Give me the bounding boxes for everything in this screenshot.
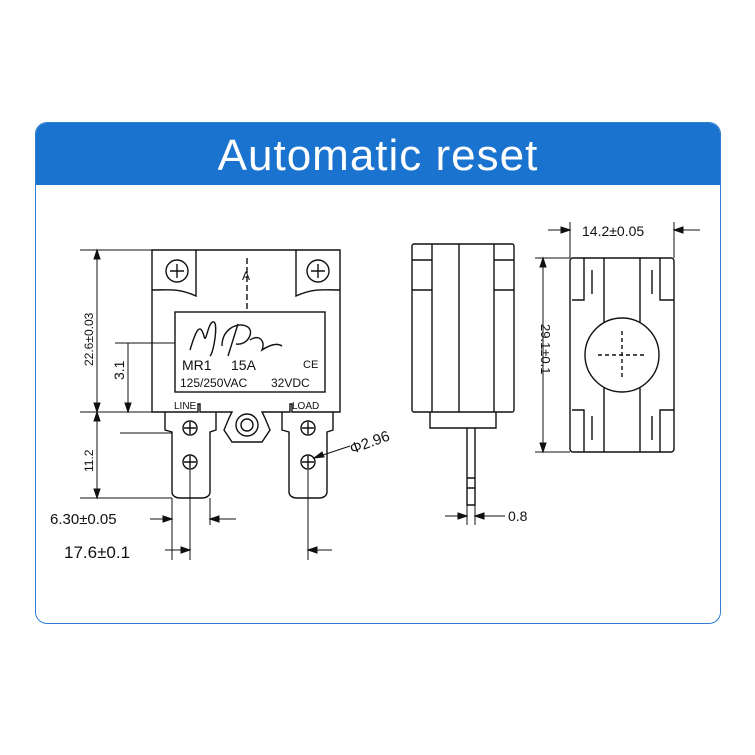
terminal-load-label: LOAD	[292, 401, 319, 412]
back-dimensions	[535, 222, 700, 454]
front-left-ear	[151, 250, 197, 298]
back-outer-frame	[572, 258, 674, 452]
arrow-mark: A	[242, 269, 250, 283]
dim-extension-lines	[80, 249, 175, 499]
dim-line-small-arrows	[124, 402, 132, 414]
dim-offset-small: 3.1	[111, 360, 127, 380]
ce-mark: CE	[303, 359, 318, 371]
dc-rating: 32VDC	[271, 376, 310, 390]
dim-terminal-length: 11.2	[82, 449, 96, 472]
side-inner-lines	[412, 244, 514, 412]
load-hole-top-cross	[302, 422, 314, 434]
dim-hole-arrow	[312, 451, 325, 459]
reset-button-inner	[240, 418, 254, 432]
side-dim-arrows	[457, 512, 485, 520]
diagram-card: Automatic reset	[35, 122, 721, 624]
current-label: 15A	[231, 357, 257, 373]
dim-terminal-thickness: 0.8	[508, 508, 528, 524]
line-hole-bottom-cross	[184, 456, 196, 468]
dim-terminal-width: 6.30±0.05	[50, 511, 117, 528]
dim-back-height: 29.1±0.1	[538, 324, 553, 375]
load-terminal-hole-top	[300, 420, 316, 436]
logo-scribble	[189, 321, 283, 357]
back-dim-extensions-side	[535, 257, 570, 453]
front-body-outline	[151, 249, 341, 443]
reset-button	[235, 413, 259, 437]
side-view	[411, 243, 515, 506]
mount-hole-right	[306, 259, 330, 283]
dim-spacing-arrows	[180, 546, 318, 554]
mount-hole-right-cross	[311, 264, 325, 278]
side-dim-extensions	[466, 505, 476, 525]
mount-hole-left	[165, 259, 189, 283]
dim-height-body: 22.6±0.03	[82, 312, 96, 366]
back-view	[569, 257, 675, 453]
back-dim-height-arrows	[539, 256, 547, 454]
front-dimensions	[80, 248, 351, 560]
line-terminal	[164, 412, 217, 499]
ac-rating: 125/250VAC	[180, 376, 247, 390]
mount-hole-left-cross	[170, 264, 184, 278]
dim-line-terminal-arrows	[93, 410, 101, 500]
back-dim-depth-arrows	[560, 226, 684, 234]
side-dimensions	[445, 505, 505, 525]
line-hole-top-cross	[184, 422, 196, 434]
dim-terminal-spacing: 17.6±0.1	[64, 543, 130, 562]
model-label: MR1	[182, 357, 212, 373]
title-banner: Automatic reset	[36, 123, 720, 185]
dim-depth: 14.2±0.05	[582, 223, 644, 239]
line-terminal-hole-top	[182, 420, 198, 436]
terminal-line-label: LINE	[174, 401, 197, 412]
page-title: Automatic reset	[217, 131, 539, 180]
back-inner-channels	[591, 258, 653, 452]
front-view	[151, 249, 341, 499]
front-right-ear	[295, 250, 341, 298]
dim-line-height-arrows	[93, 248, 101, 414]
back-dim-extensions-top	[569, 222, 675, 258]
side-body	[411, 243, 515, 413]
back-reset-boss	[584, 317, 660, 393]
load-hole-bottom-cross	[302, 456, 314, 468]
side-terminal-hole	[467, 477, 475, 489]
dim-hole-diameter: Φ2.96	[348, 428, 393, 458]
side-terminal	[466, 428, 476, 506]
load-terminal-hole-bottom	[300, 454, 316, 470]
dim-width-arrows	[162, 515, 220, 523]
line-terminal-hole-bottom	[182, 454, 198, 470]
back-body	[569, 257, 675, 453]
label-plate	[174, 311, 326, 393]
back-boss-centerline	[598, 331, 646, 379]
dim-width-extensions	[171, 470, 309, 560]
side-bottom-step	[429, 412, 497, 429]
